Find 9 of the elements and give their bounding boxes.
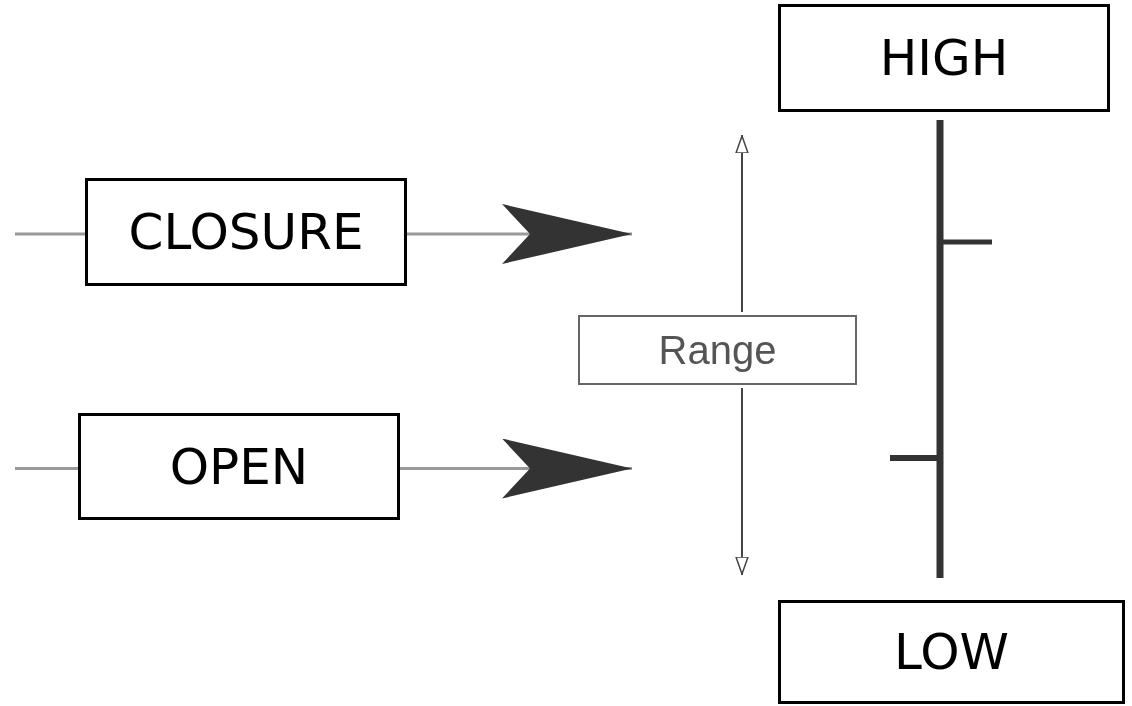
label-box: CLOSURE — [85, 178, 407, 286]
label-box: OPEN — [78, 413, 400, 520]
arrow — [400, 438, 632, 499]
label-box: LOW — [778, 600, 1125, 704]
arrow — [407, 204, 632, 264]
label-box: Range — [578, 315, 857, 385]
line — [15, 467, 78, 470]
line — [15, 232, 85, 236]
label-box: HIGH — [778, 4, 1110, 112]
